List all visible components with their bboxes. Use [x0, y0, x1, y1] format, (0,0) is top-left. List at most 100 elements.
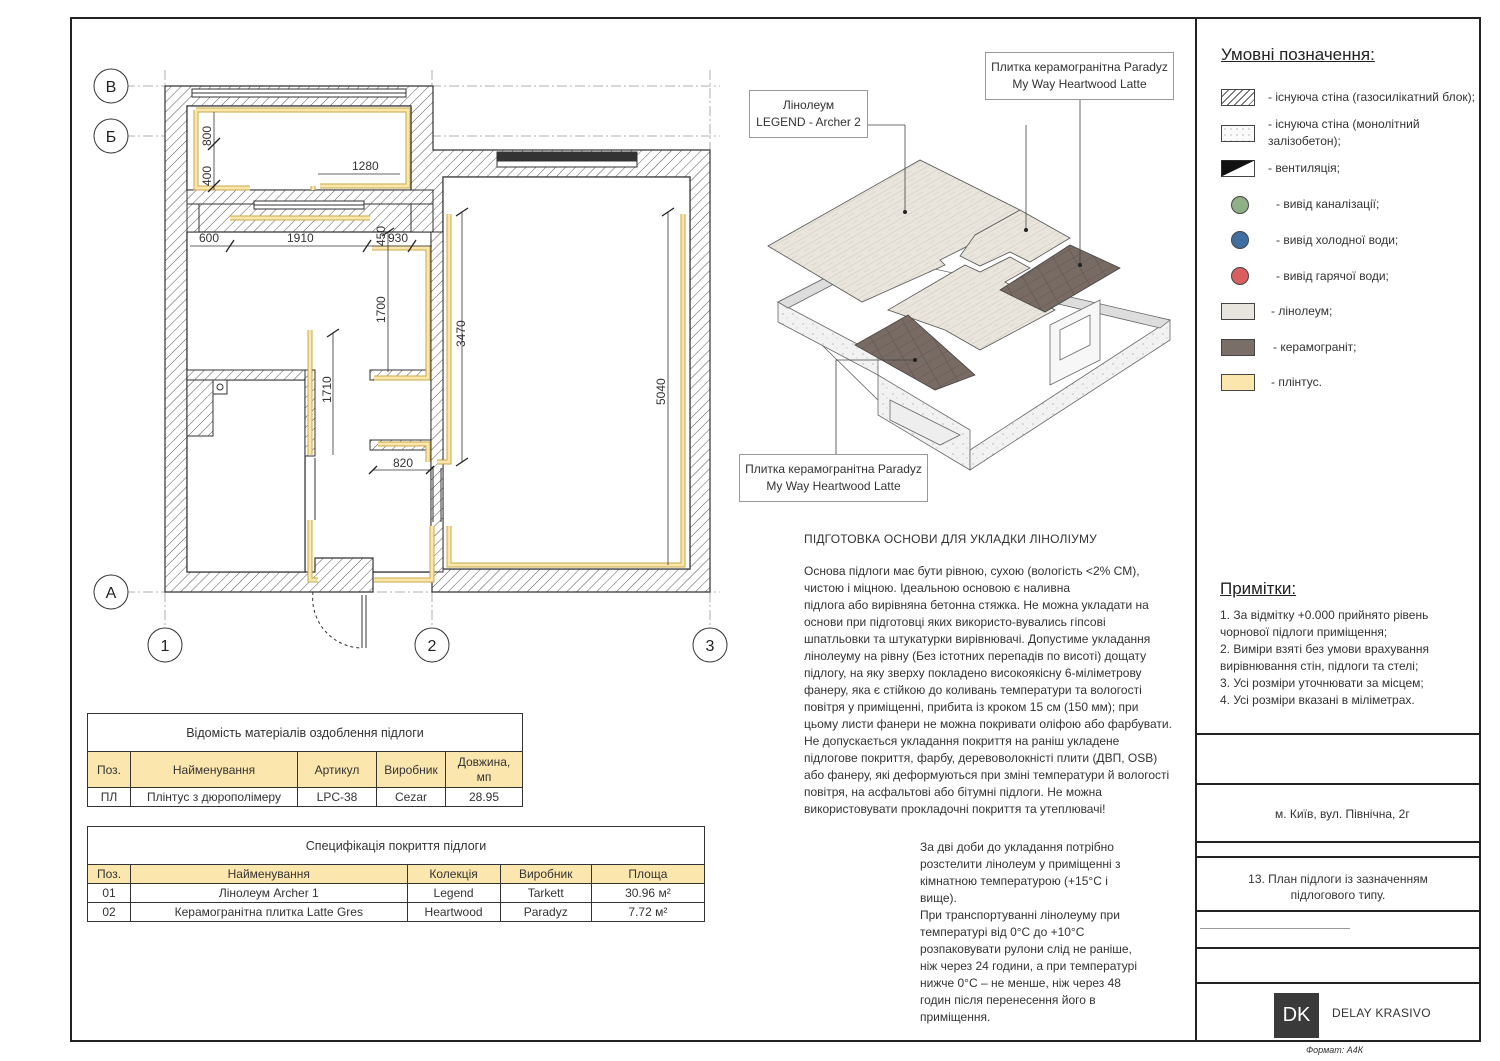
prep-line: шпатльовки та штукатурки вирівнювачі. До… — [804, 632, 1151, 646]
sheet-title-line2: підлогового типу. — [1290, 888, 1386, 902]
axis-1-label: 1 — [161, 638, 170, 655]
cell: 01 — [86, 883, 132, 903]
prep-line: або фанеру, які деформуються при зміні т… — [804, 768, 1170, 782]
legend-label-concrete-wall-2: залізобетон); — [1268, 134, 1341, 148]
prep-line: підлогу, на яку зверху покладено високоя… — [804, 666, 1142, 680]
cell: LPC-38 — [297, 787, 377, 807]
col-length-line1: Довжина, — [457, 754, 511, 769]
legend-label-cold-water: - вивід холодної води; — [1276, 233, 1399, 247]
prep-line: цьому листи фанери не можна покривати ол… — [804, 717, 1172, 731]
prep-line: використовувати прокладочні покриття та … — [804, 802, 1106, 816]
axis-v-label: В — [106, 79, 117, 96]
col-pos: Поз. — [86, 864, 132, 884]
notes-line-4: вирівнювання стін, підлоги та стелі; — [1220, 659, 1419, 673]
cell: 02 — [86, 902, 132, 922]
dim-1710: 1710 — [320, 376, 334, 403]
cell: 28.95 — [445, 787, 523, 807]
table-row: 01 Лінолеум Archer 1 Legend Tarkett 30.9… — [86, 883, 706, 903]
legend-dot-sewer — [1231, 196, 1249, 214]
prep-paragraph-2: За дві доби до укладання потрібно розсте… — [920, 839, 1180, 1026]
legend-swatch-baseboard — [1221, 374, 1255, 391]
col-name: Найменування — [130, 751, 298, 788]
legend-swatch-block-wall — [1221, 89, 1255, 106]
legend-label-linoleum: - лінoлеум; — [1271, 304, 1333, 318]
tb-line-6 — [1200, 928, 1350, 929]
notes-line-2: чорнової підлоги приміщення; — [1220, 625, 1388, 639]
cell: Cezar — [376, 787, 446, 807]
prep2-line: При транспортуванні лінолеуму при — [920, 908, 1120, 922]
legend-label-hot-water: - вивід гарячої води; — [1276, 269, 1389, 283]
prep2-line: За дві доби до укладання потрібно — [920, 840, 1114, 854]
prep2-line: ніж через 24 години, а при температурі — [920, 959, 1138, 973]
col-area: Площа — [590, 864, 706, 884]
col-article: Артикул — [297, 751, 377, 788]
dim-600: 600 — [199, 231, 219, 245]
prep2-line: температурі від 0°С до +10°С — [920, 925, 1085, 939]
legend-label-baseboard: - плінтус. — [1271, 375, 1322, 389]
legend-dot-hot-water — [1231, 267, 1249, 285]
prep-line: лінолеуму на рівну (Без істотних перепад… — [804, 649, 1147, 663]
callout-tile-bottom: Плитка керамогранітна Paradyz My Way Hea… — [739, 454, 928, 502]
legend-swatch-concrete-wall — [1221, 125, 1255, 142]
dim-1280: 1280 — [352, 159, 379, 173]
prep-line: повітря, на асфальтові або бітумні підло… — [804, 785, 1102, 799]
col-pos: Поз. — [87, 751, 131, 788]
tb-line-1 — [1195, 733, 1481, 735]
notes-line-1: 1. За відмітку +0.000 прийнято рівень — [1220, 608, 1429, 622]
callout-tile-top: Плитка керамогранітна Paradyz My Way Hea… — [985, 52, 1174, 100]
legend-dot-cold-water — [1231, 231, 1249, 249]
tb-line-8 — [1195, 982, 1481, 984]
prep2-line: розстелити лінолеум у приміщенні з — [920, 857, 1121, 871]
coverage-spec-table: Специфікація покриття підлоги Поз. Найме… — [86, 826, 706, 922]
cell: ПЛ — [87, 787, 131, 807]
dim-820: 820 — [393, 456, 413, 470]
col-maker: Виробник — [499, 864, 592, 884]
dim-1700: 1700 — [374, 296, 388, 323]
legend-label-concrete-wall-1: - існуюча стіна (монолітний — [1268, 117, 1420, 131]
legend-swatch-vent — [1221, 160, 1255, 177]
title-block-divider — [1195, 17, 1197, 1042]
materials-table: Відомість матеріалів оздоблення підлоги … — [87, 713, 523, 807]
prep-line: підлогове покриття, фарбу, деревоволокні… — [804, 751, 1158, 765]
axis-3-label: 3 — [706, 638, 715, 655]
cell: Legend — [406, 883, 501, 903]
cell: Керамогранітна плитка Latte Gres — [130, 902, 408, 922]
prep-line: Основа підлоги має бути рівною, сухою (в… — [804, 564, 1140, 578]
cell: 30.96 м² — [590, 883, 706, 903]
cell: Heartwood — [406, 902, 501, 922]
coverage-spec-caption: Специфікація покриття підлоги — [87, 826, 705, 865]
company-name: DELAY KRASIVO — [1332, 1006, 1431, 1020]
cell: Лінолеум Archer 1 — [130, 883, 408, 903]
legend-label-vent: - вентиляція; — [1268, 161, 1340, 175]
dim-5040: 5040 — [654, 378, 668, 405]
prep-line: Не допускається укладання покриття на ра… — [804, 734, 1120, 748]
callout-tile-top-line1: Плитка керамогранітна Paradyz — [991, 60, 1168, 74]
prep-line: підлога або вирівняна бетонна стяжка. Не… — [804, 598, 1149, 612]
prep2-line: розпаковувати рулони слід не раніше, — [920, 942, 1132, 956]
materials-table-caption: Відомість матеріалів оздоблення підлоги — [87, 713, 523, 752]
col-length: Довжина,мп — [445, 751, 523, 788]
col-name: Найменування — [130, 864, 408, 884]
cell: Tarkett — [499, 883, 592, 903]
tb-line-5 — [1195, 910, 1481, 912]
callout-linoleum: Лінолеум LEGEND - Archer 2 — [749, 90, 868, 138]
col-maker: Виробник — [376, 751, 446, 788]
prep-line: чистою і міцною. Ідеальною основою є нал… — [804, 581, 1071, 595]
notes-title: Примітки: — [1220, 579, 1297, 598]
legend-label-porcelain: - керамограніт; — [1273, 340, 1357, 354]
table-row: ПЛ Плінтус з дюрополімеру LPC-38 Cezar 2… — [87, 787, 523, 807]
dim-930: 930 — [388, 231, 408, 245]
legend-label-block-wall: - існуюча стіна (газосилікатний блок); — [1268, 90, 1475, 104]
format-label: Формат: А4К — [1306, 1045, 1364, 1055]
company-logo-text: DK — [1282, 1004, 1311, 1026]
prep2-line: нижче 0°С – не менше, ніж через 48 — [920, 976, 1121, 990]
tb-line-7 — [1195, 947, 1481, 949]
col-collection: Колекція — [406, 864, 501, 884]
tb-line-4 — [1195, 856, 1481, 858]
address: м. Київ, вул. Північна, 2г — [1275, 807, 1410, 821]
company-logo: DK — [1274, 993, 1319, 1038]
isometric-view — [767, 100, 1171, 471]
callout-linoleum-line2: LEGEND - Archer 2 — [756, 115, 861, 129]
axis-a-label: А — [106, 585, 117, 602]
prep-line: основи при підготовці яких використо-вув… — [804, 615, 1106, 629]
